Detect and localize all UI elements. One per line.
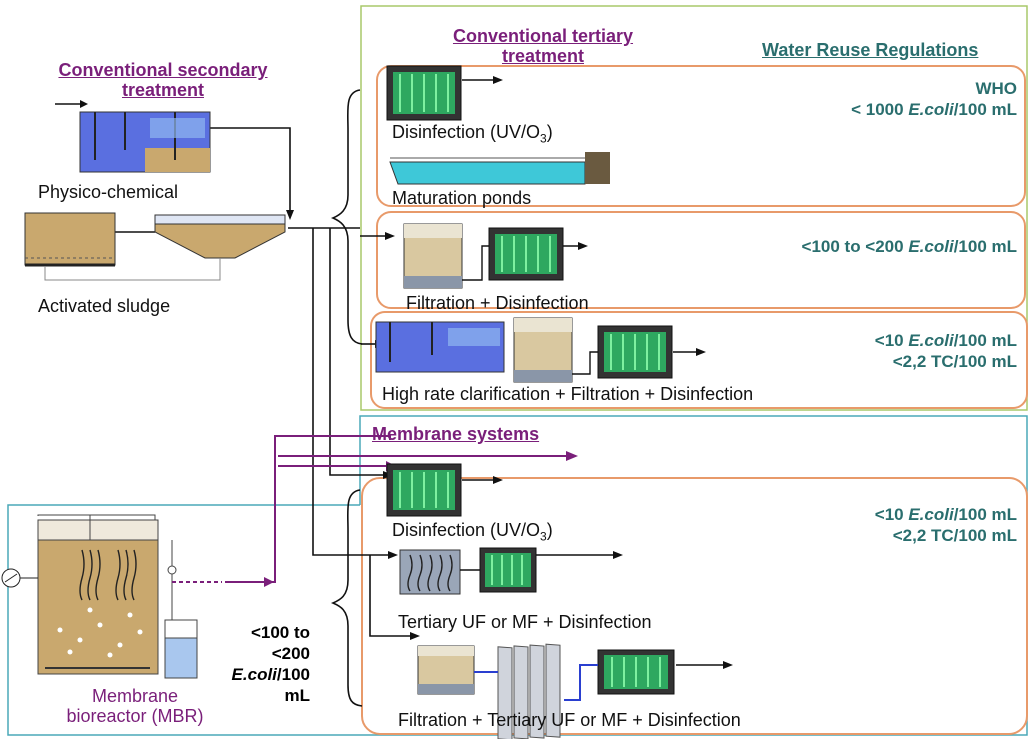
filtration-box <box>376 211 1026 309</box>
regulations-header: Water Reuse Regulations <box>762 40 979 60</box>
tertiary-header: Conventional tertiary treatment <box>452 26 634 66</box>
arrowhead <box>410 632 420 640</box>
uv-reactor-1 <box>386 65 462 121</box>
highrate-clarifier <box>375 321 505 373</box>
maturation-ponds-label: Maturation ponds <box>392 188 532 208</box>
uf-modules <box>474 643 598 739</box>
uv-reactor-4 <box>386 463 462 517</box>
filtration-uf-label: Filtration + Tertiary UF or MF + Disinfe… <box>398 710 741 730</box>
clarifier <box>44 214 286 281</box>
sand-filter-3 <box>417 645 475 695</box>
membrane-disinfection-label: Disinfection (UV/O3) <box>392 520 553 544</box>
arrowhead <box>388 551 398 559</box>
sand-filter-1 <box>403 223 489 289</box>
who-regulation: WHO < 1000 E.coli/100 mL <box>851 79 1017 119</box>
physico-chemical-label: Physico-chemical <box>38 182 179 202</box>
arrowhead <box>385 232 395 240</box>
mbr-label: Membrane bioreactor (MBR) <box>66 686 204 726</box>
maturation-pond <box>389 152 610 185</box>
filtration-regulation: <100 to <200 E.coli/100 mL <box>801 237 1017 256</box>
tertiary-brace <box>330 89 363 345</box>
membrane-regulation: <10 E.coli/100 mL <2,2 TC/100 mL <box>874 505 1017 545</box>
uv-reactor-3 <box>597 325 673 379</box>
membrane-frame <box>7 415 1028 736</box>
tertiary-frame <box>360 5 1028 411</box>
tertiary-disinfection-label: Disinfection (UV/O3) <box>392 122 553 146</box>
who-box <box>376 65 1026 207</box>
activated-sludge-label: Activated sludge <box>38 296 171 316</box>
highrate-box <box>370 311 1028 409</box>
membrane-box <box>361 477 1028 735</box>
physico-chemical-tank <box>79 111 211 173</box>
membrane-brace <box>330 489 363 707</box>
membrane-header: Membrane systems <box>372 424 540 444</box>
secondary-header: Conventional secondary treatment <box>58 60 268 100</box>
uv-reactor-2 <box>488 227 564 281</box>
arrowhead <box>80 100 88 108</box>
mbr-tank <box>1 514 222 679</box>
uv-reactor-5 <box>479 547 537 593</box>
mbr-ecoli-note: <100 to <200 E.coli/100 mL <box>231 623 310 705</box>
activated-sludge-basin <box>24 212 116 267</box>
uv-reactor-6 <box>597 649 675 695</box>
uf-membrane-tank <box>399 549 480 595</box>
highrate-label: High rate clarification + Filtration + D… <box>382 384 754 404</box>
filtration-disinfection-label: Filtration + Disinfection <box>406 293 589 313</box>
sand-filter-2 <box>513 317 598 383</box>
highrate-regulation: <10 E.coli/100 mL <2,2 TC/100 mL <box>874 331 1017 371</box>
tertiary-uf-label: Tertiary UF or MF + Disinfection <box>398 612 652 632</box>
arrowhead <box>286 210 294 220</box>
